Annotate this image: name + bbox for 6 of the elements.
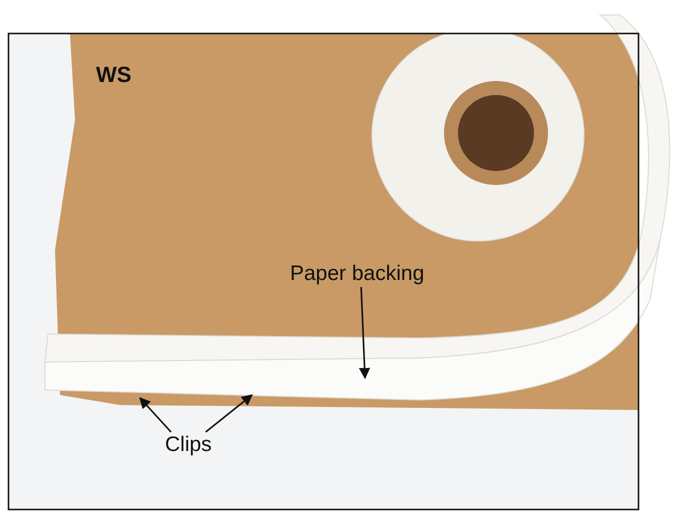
callout-label: Clips: [165, 433, 212, 456]
section-label: WS: [96, 62, 132, 88]
leader-arrow: [358, 287, 370, 380]
leader-arrow: [139, 397, 172, 433]
leader-arrow: [205, 394, 253, 433]
callout-label: Paper backing: [290, 262, 424, 286]
